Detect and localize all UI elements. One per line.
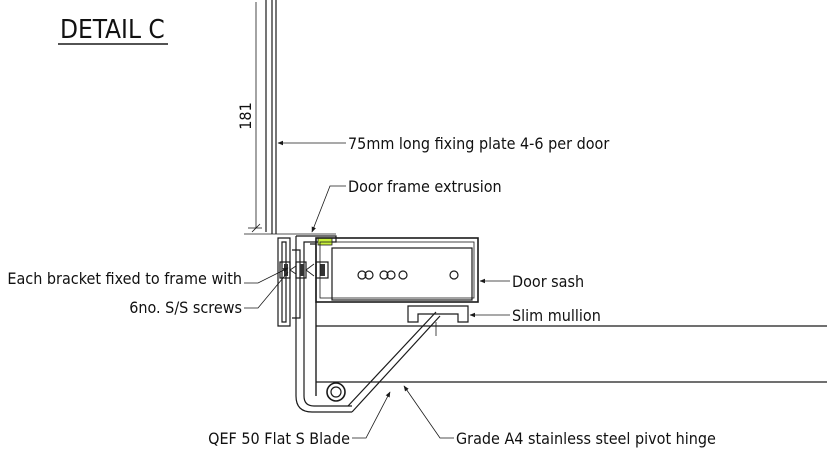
label-blade: QEF 50 Flat S Blade [208,429,350,448]
label-door-frame: Door frame extrusion [348,177,502,196]
wall-lines [244,0,336,235]
door-sash [315,237,479,303]
dimension-181: 181 [236,2,262,233]
label-bracket-line1: Each bracket fixed to frame with [7,269,242,288]
pivot-hinge [326,311,441,413]
label-pivot-hinge: Grade A4 stainless steel pivot hinge [456,429,716,448]
blade-panel [315,302,827,396]
label-slim-mullion: Slim mullion [512,306,601,325]
dimension-label: 181 [236,102,255,129]
bracket-screws [279,261,329,279]
detail-title: DETAIL C [60,15,165,45]
leaders [244,140,510,439]
label-fixing-plate: 75mm long fixing plate 4-6 per door [348,134,609,153]
label-door-sash: Door sash [512,272,584,291]
slim-mullion [407,305,469,336]
label-bracket-line2: 6no. S/S screws [129,298,242,317]
